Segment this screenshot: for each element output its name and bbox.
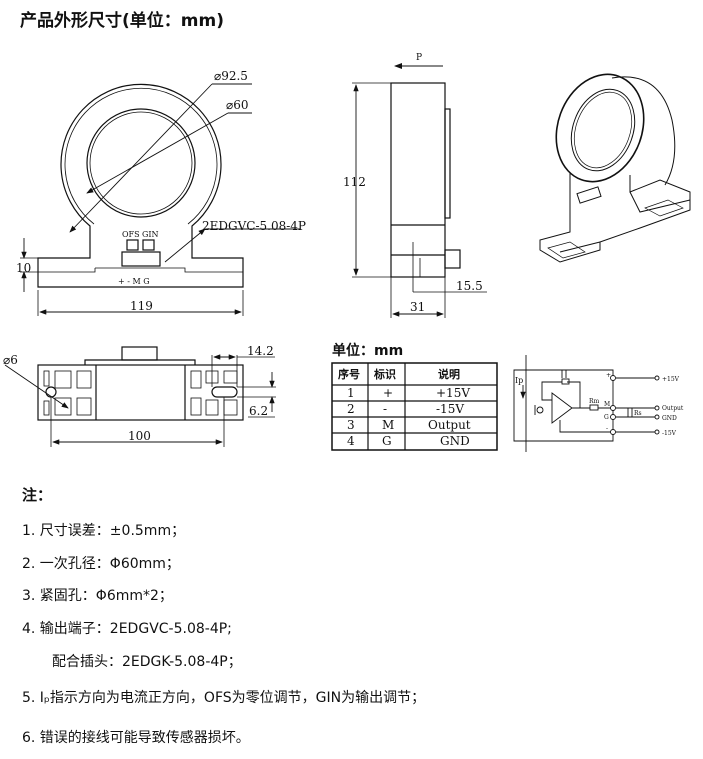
height-10-label: 10 — [16, 261, 31, 275]
circuit-rm: Rm — [589, 398, 600, 405]
pin-table-grid — [331, 362, 498, 451]
isometric-view — [539, 73, 691, 263]
front-outline — [37, 83, 244, 288]
terminal-output: Output — [662, 405, 684, 412]
table-cell: +15V — [436, 386, 470, 400]
height-112-label: 112 — [343, 175, 366, 189]
depth-31-label: 31 — [410, 300, 425, 314]
inner-hole — [86, 108, 196, 218]
note-item: 2. 一次孔径：Φ60mm； — [22, 556, 180, 572]
circuit-ip: Ip — [515, 376, 523, 385]
front-view — [20, 83, 300, 316]
note-item: 配合插头：2EDGK-5.08-4P； — [52, 654, 242, 670]
terminal-minus15v: -15V — [662, 430, 677, 437]
width-119-label: 119 — [130, 299, 153, 313]
circuit-plus: + — [606, 372, 611, 379]
notes-heading: 注： — [22, 486, 53, 504]
note-item: 6. 错误的接线可能导致传感器损坏。 — [22, 730, 250, 746]
table-unit: 单位：mm — [332, 343, 404, 359]
note-item: 1. 尺寸误差：±0.5mm； — [22, 523, 186, 539]
outer-diameter-label: ⌀92.5 — [214, 69, 248, 83]
circuit-minus: - — [606, 425, 608, 432]
table-cell: - — [383, 402, 387, 416]
table-cell: G — [382, 434, 392, 448]
gin-pot — [142, 239, 155, 251]
note-item: 4. 输出端子：2EDGVC-5.08-4P; — [22, 621, 232, 637]
bottom-base — [37, 364, 244, 421]
slot-length-label: 14.2 — [247, 344, 274, 358]
circuit-rs: Rs — [634, 410, 642, 417]
side-view — [352, 63, 487, 318]
hole-diameter-label: ⌀6 — [3, 353, 18, 367]
spacing-100-label: 100 — [128, 429, 151, 443]
circuit-m: M — [604, 401, 610, 408]
table-cell: + — [383, 386, 393, 400]
inner-diameter-label: ⌀60 — [226, 98, 249, 112]
terminal-plus15v: +15V — [662, 376, 680, 383]
mount-slot — [211, 386, 238, 398]
connector-label: 2EDGVC-5.08-4P — [202, 219, 306, 233]
pin-labels: + - M G — [118, 277, 150, 286]
table-header: 标识 — [373, 367, 396, 381]
side-body — [390, 82, 446, 278]
table-cell: -15V — [436, 402, 464, 416]
terminal-block — [121, 251, 161, 267]
gin-label: GIN — [142, 230, 159, 239]
page-title: 产品外形尺寸(单位：mm) — [20, 11, 224, 31]
pin-table: 序号 标识 说明 1 + +15V 2 - -15V 3 M Output 4 … — [338, 367, 471, 448]
table-cell: 3 — [347, 418, 355, 432]
ip-label: P — [416, 53, 422, 63]
slot-width-label: 6.2 — [249, 404, 268, 418]
ofs-label: OFS — [122, 230, 140, 239]
table-cell: GND — [440, 434, 470, 448]
mount-hole — [45, 386, 57, 398]
table-cell: Output — [428, 418, 471, 432]
table-header: 说明 — [438, 367, 460, 381]
table-header: 序号 — [338, 367, 360, 381]
bottom-view — [4, 346, 276, 447]
ofs-pot — [126, 239, 139, 251]
note-item: 3. 紧固孔：Φ6mm*2； — [22, 588, 173, 604]
terminal-gnd: GND — [662, 415, 677, 422]
ip-sub: P — [416, 53, 422, 63]
circuit-g: G — [604, 414, 609, 421]
note-item: 5. Iₚ指示方向为电流正方向，OFS为零位调节，GIN为输出调节； — [22, 690, 426, 706]
table-cell: M — [382, 418, 394, 432]
circuit-diagram — [513, 355, 660, 452]
offset-15-5-label: 15.5 — [456, 279, 483, 293]
table-cell: 1 — [347, 386, 355, 400]
table-cell: 2 — [347, 402, 355, 416]
table-cell: 4 — [347, 434, 355, 448]
